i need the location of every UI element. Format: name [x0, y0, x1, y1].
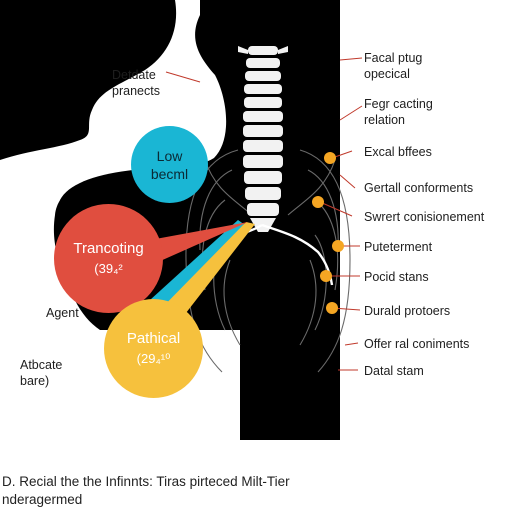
figure-caption: D. Recial the the Infinnts: Tiras pirtec…	[2, 474, 290, 507]
bubble-trancoting: Trancoting (39₄²	[54, 204, 163, 313]
bubble-low-line1: Low	[156, 147, 183, 164]
right-label-10: Datal stam	[364, 364, 424, 378]
marker-dot	[320, 270, 332, 282]
spine	[238, 46, 288, 232]
right-label-2: Fegr cacting relation	[364, 97, 433, 127]
teal-beam	[150, 220, 245, 312]
marker-dot	[324, 152, 336, 164]
right-label-9: Offer ral coniments	[364, 337, 470, 351]
marker-dot	[326, 302, 338, 314]
bubble-pathical-line1: Pathical	[126, 329, 181, 347]
red-beam	[150, 222, 248, 262]
right-label-3: Excal bffees	[364, 145, 432, 159]
right-label-4: Gertall conforments	[364, 181, 474, 195]
right-label-1: Facal ptug opecical	[364, 51, 423, 81]
marker-dot	[312, 196, 324, 208]
right-label-6: Puteterment	[364, 240, 433, 254]
label-agent: Agent	[46, 306, 79, 320]
bubble-low: Low becml	[131, 126, 208, 203]
bubble-trancoting-line1: Trancoting	[73, 239, 144, 257]
label-detdate: Detdate pranects	[112, 68, 160, 98]
marker-dots	[312, 152, 344, 314]
head-silhouette	[0, 0, 177, 160]
bubble-pathical: Pathical (29₄¹⁰	[104, 299, 203, 398]
label-atbcate: Atbcate bare)	[20, 358, 63, 388]
bubble-pathical-line2: (29₄¹⁰	[136, 350, 171, 366]
right-label-5: Swrert conisionement	[364, 210, 485, 224]
marker-dot	[332, 240, 344, 252]
label-agenis: Agenis	[106, 404, 145, 418]
bubble-low-line2: becml	[150, 165, 189, 182]
right-label-7: Pocid stans	[364, 270, 429, 284]
bubble-trancoting-line2: (39₄²	[94, 260, 123, 276]
right-label-8: Durald protoers	[364, 304, 451, 318]
